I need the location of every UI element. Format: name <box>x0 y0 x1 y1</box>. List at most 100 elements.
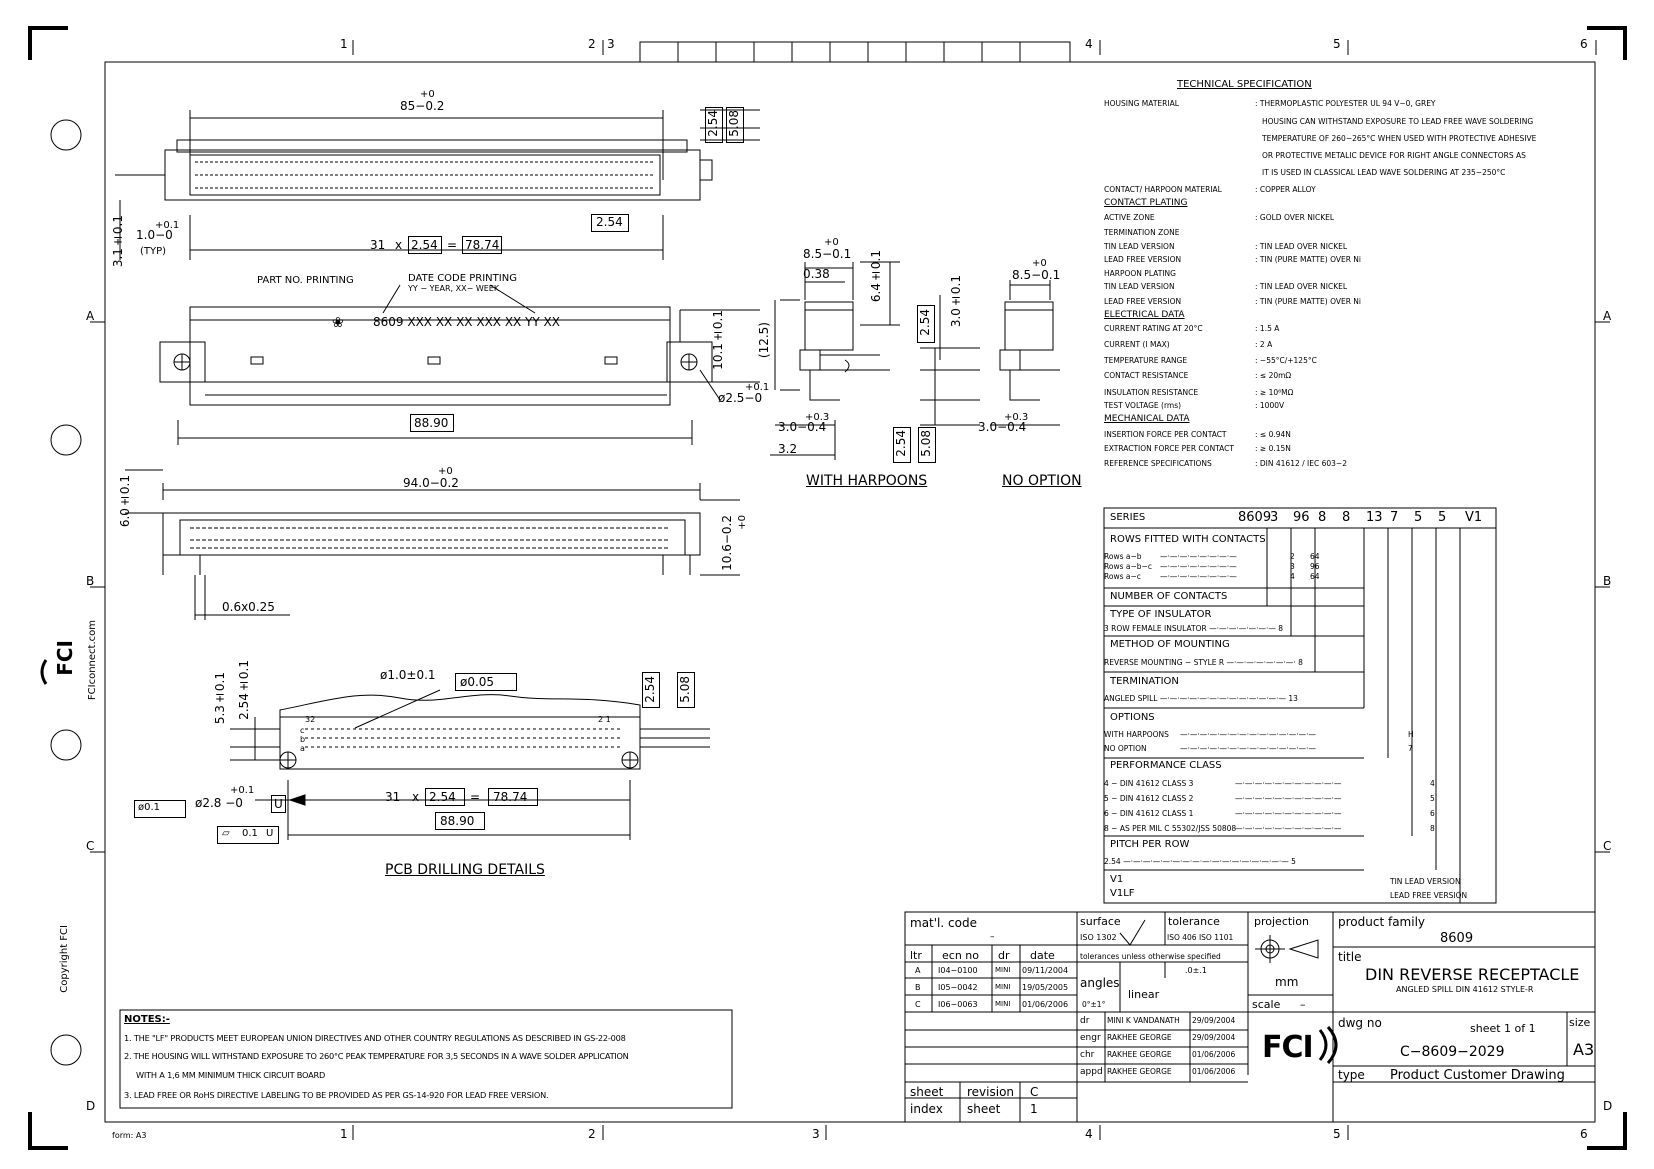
pitch-254: 2.54 <box>596 215 623 229</box>
approval-role: chr <box>1080 1050 1095 1060</box>
ltr-header: ltr <box>910 949 922 962</box>
mounting-line: REVERSE MOUNTING − STYLE R —·—·—·—·—·—·—… <box>1104 658 1303 667</box>
col-label-5-bottom: 5 <box>1333 1127 1341 1141</box>
part-no-printing: PART NO. PRINTING <box>257 275 354 286</box>
pcb-pos-tol: ø0.05 <box>460 675 495 689</box>
pcb-pitch: 2.54 <box>429 790 456 804</box>
code-cell: 5 <box>1438 510 1447 525</box>
pcb-508r: 5.08 <box>678 676 692 703</box>
perf-line-leader: —·—·—·—·—·—·—·—·—·—·— <box>1235 794 1342 803</box>
rev-ecn: I04−0100 <box>938 966 978 975</box>
row-label-b-right: B <box>1603 574 1612 588</box>
col-label-3-bottom: 3 <box>812 1127 820 1141</box>
spec-key: TEST VOLTAGE (rms) <box>1104 401 1182 410</box>
height-106: 10.6−0.2 <box>720 515 734 571</box>
option-line-leader: —·—·—·—·—·—·—·—·—·—·—·—·—·— <box>1180 744 1316 753</box>
mounting-label: METHOD OF MOUNTING <box>1110 639 1230 650</box>
fci-side-logo: FCI <box>53 640 77 676</box>
spec-key: INSULATION RESISTANCE <box>1104 388 1199 397</box>
perf-line-code: 5 <box>1430 794 1435 803</box>
spec-key: CONTACT PLATING <box>1104 198 1188 208</box>
approval-date: 29/09/2004 <box>1192 1033 1236 1042</box>
no-30-tol: +0.3 <box>1004 412 1029 423</box>
spec-value: : −55°C/+125°C <box>1255 356 1317 365</box>
pcb-rows-cba: c b a <box>300 726 306 753</box>
revision-label: revision <box>967 1085 1015 1099</box>
perf-line-leader: —·—·—·—·—·—·—·—·—·—·— <box>1235 779 1342 788</box>
sheet-index-label-1: sheet <box>910 1085 944 1099</box>
rows-line-count: 96 <box>1310 562 1320 571</box>
date-code-printing: DATE CODE PRINTING <box>408 273 517 284</box>
copyright: Copyright FCI <box>59 925 70 993</box>
rows-line-leader: —·—·—·—·—·—·—·— <box>1160 562 1237 571</box>
col-label-4: 4 <box>1085 37 1093 51</box>
approval-date: 01/06/2006 <box>1192 1050 1236 1059</box>
rows-fitted-label: ROWS FITTED WITH CONTACTS <box>1110 534 1266 545</box>
side-30b: 3.0−0.4 <box>778 420 827 434</box>
rows-line-label: Rows a−b−c <box>1104 562 1152 571</box>
with-harpoons-label: WITH HARPOONS <box>806 473 928 489</box>
pcb-pos-box <box>455 673 517 691</box>
tolerance-label: tolerance <box>1168 915 1220 928</box>
side-64: 6.4±0.1 <box>869 250 883 303</box>
form-label: form: A3 <box>112 1131 147 1140</box>
option-line-code: H <box>1408 730 1414 739</box>
type-value: Product Customer Drawing <box>1390 1068 1565 1083</box>
pitch-label: PITCH PER ROW <box>1110 839 1190 850</box>
perf-line-leader: —·—·—·—·—·—·—·—·—·—·— <box>1235 809 1342 818</box>
perf-line-code: 4 <box>1430 779 1435 788</box>
perf-line-code: 8 <box>1430 824 1435 833</box>
option-line-label: NO OPTION <box>1104 744 1147 753</box>
row-label-c: C <box>86 839 95 853</box>
row-label-a: A <box>86 309 95 323</box>
side-85-tol: +0 <box>824 237 839 248</box>
side-30b-tol: +0.3 <box>805 412 830 423</box>
pcb-53: 5.3±0.1 <box>213 672 227 725</box>
pcb-8890: 88.90 <box>440 814 475 828</box>
insulator-line: 3 ROW FEMALE INSULATOR —·—·—·—·—·—·— 8 <box>1104 624 1284 633</box>
pcb-pos01: ø0.1 <box>138 802 161 813</box>
pcb-254: 2.54±0.1 <box>237 660 251 720</box>
length-8890: 88.90 <box>414 416 449 430</box>
code-cell: V1 <box>1465 510 1483 525</box>
v1lf-desc: LEAD FREE VERSION <box>1390 891 1468 900</box>
spec-key: TEMPERATURE RANGE <box>1104 356 1188 365</box>
pcb-254r: 2.54 <box>643 676 657 703</box>
option-line-leader: —·—·—·—·—·—·—·—·—·—·—·—·—·— <box>1180 730 1316 739</box>
rev-dr: MINI <box>995 966 1011 974</box>
pcb-hole-dia: ø1.0±0.1 <box>380 668 436 682</box>
insulator-type-label: TYPE OF INSULATOR <box>1110 609 1212 620</box>
product-family-label: product family <box>1338 915 1426 929</box>
height-106-tol: +0 <box>737 515 748 530</box>
fci-logo: FCI <box>1262 1030 1314 1065</box>
linear-label: linear <box>1128 988 1160 1001</box>
option-line-label: WITH HARPOONS <box>1104 730 1169 739</box>
spec-key: LEAD FREE VERSION <box>1104 297 1182 306</box>
option-line-code: 7 <box>1408 744 1413 753</box>
v1-desc: TIN LEAD VERSION <box>1390 877 1461 886</box>
side-254: 2.54 <box>918 309 932 336</box>
side-85: 8.5−0.1 <box>803 247 852 261</box>
series-label: SERIES <box>1110 512 1146 523</box>
side-30: 3.0±0.1 <box>949 275 963 328</box>
rev-ecn: I06−0063 <box>938 1000 978 1009</box>
overall-length: 85−0.2 <box>400 99 445 113</box>
surface-label: surface <box>1080 915 1121 928</box>
num-contacts-label: NUMBER OF CONTACTS <box>1110 591 1228 602</box>
scale-value: – <box>1300 998 1306 1011</box>
side-508b-box <box>918 427 936 463</box>
rev-letter: A <box>915 966 921 975</box>
side-254b-box <box>893 427 911 463</box>
size-value: A3 <box>1573 1040 1595 1059</box>
pcb-flat: 0.1 <box>242 828 258 839</box>
code-cell: 8609 <box>1238 510 1272 525</box>
spec-key: CONTACT/ HARPOON MATERIAL <box>1104 185 1222 194</box>
matl-code-label: mat'l. code <box>910 916 977 930</box>
overall-length-tol: +0 <box>420 89 435 100</box>
pin-size: 0.6x0.25 <box>222 600 275 614</box>
pcb-pin-32: 32 <box>305 715 316 724</box>
spec-title: TECHNICAL SPECIFICATION <box>1177 79 1312 90</box>
spec-value: : ≤ 0.94N <box>1255 430 1291 439</box>
pcb-datum-u-box <box>271 795 286 813</box>
